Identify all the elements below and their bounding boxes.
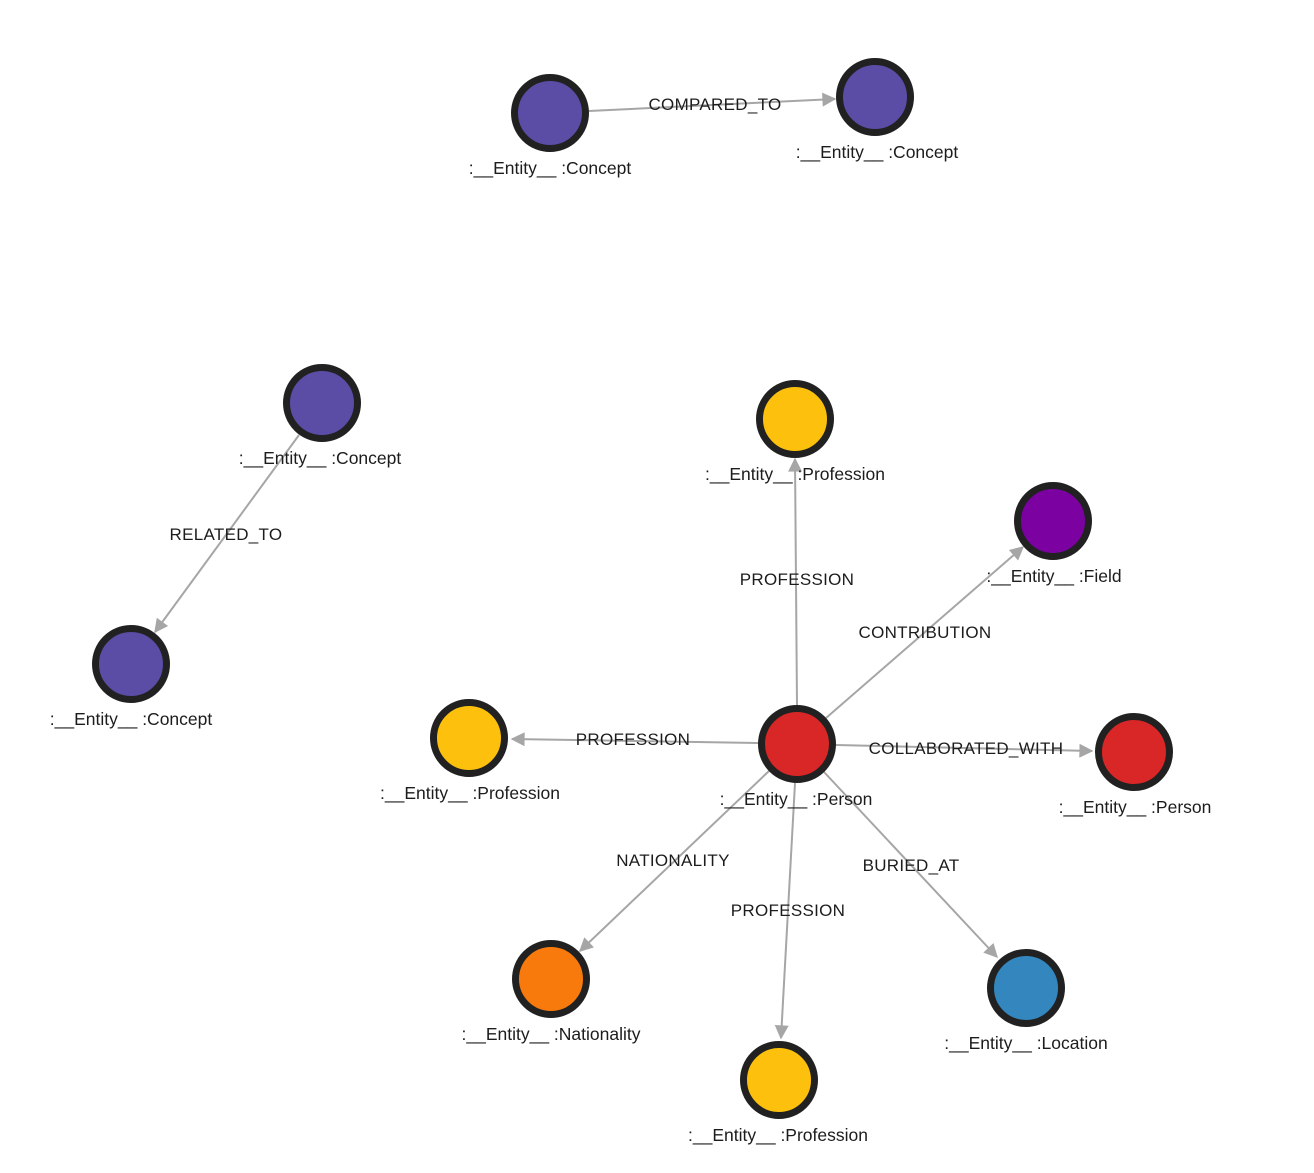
node-circle-concept-mid-left[interactable] xyxy=(283,364,361,442)
edge-profession-top[interactable]: PROFESSION xyxy=(740,457,854,706)
node-caption-field-right: :__Entity__ :Field xyxy=(986,566,1121,587)
edge-related-to[interactable]: RELATED_TO xyxy=(154,434,300,634)
edge-collaborated-with[interactable]: COLLABORATED_WITH xyxy=(835,739,1094,758)
node-caption-concept-top-right: :__Entity__ :Concept xyxy=(796,142,959,163)
edge-compared-to[interactable]: COMPARED_TO xyxy=(588,92,837,114)
relationship-line-nationality[interactable] xyxy=(578,770,770,952)
node-caption-location-bottom: :__Entity__ :Location xyxy=(944,1033,1107,1054)
node-caption-concept-top-left: :__Entity__ :Concept xyxy=(469,158,632,179)
node-circle-profession-bottom[interactable] xyxy=(740,1041,818,1119)
node-person-center[interactable]: :__Entity__ :Person xyxy=(720,705,873,811)
node-caption-concept-mid-left: :__Entity__ :Concept xyxy=(239,448,402,469)
node-caption-nationality-bottom: :__Entity__ :Nationality xyxy=(462,1024,641,1045)
node-caption-person-right: :__Entity__ :Person xyxy=(1059,797,1212,818)
node-circle-person-center[interactable] xyxy=(758,705,836,783)
node-profession-bottom[interactable]: :__Entity__ :Profession xyxy=(688,1041,868,1147)
node-circle-location-bottom[interactable] xyxy=(987,949,1065,1027)
node-field-right[interactable]: :__Entity__ :Field xyxy=(986,482,1122,588)
node-caption-profession-top: :__Entity__ :Profession xyxy=(705,464,885,485)
node-concept-top-right[interactable]: :__Entity__ :Concept xyxy=(796,58,959,164)
relationship-label-related-to[interactable]: RELATED_TO xyxy=(170,525,283,544)
node-caption-person-center: :__Entity__ :Person xyxy=(720,789,873,810)
node-location-bottom[interactable]: :__Entity__ :Location xyxy=(944,949,1108,1055)
relationship-line-profession-left[interactable] xyxy=(510,732,759,747)
relationship-label-profession-top[interactable]: PROFESSION xyxy=(740,570,854,589)
relationship-line-buried-at[interactable] xyxy=(823,771,998,959)
relationship-label-compared-to[interactable]: COMPARED_TO xyxy=(648,95,781,114)
node-circle-concept-lower-left[interactable] xyxy=(92,625,170,703)
relationship-label-collaborated-with[interactable]: COLLABORATED_WITH xyxy=(869,739,1064,758)
edge-profession-left[interactable]: PROFESSION xyxy=(510,730,759,749)
relationship-line-collaborated-with[interactable] xyxy=(835,743,1094,758)
node-caption-profession-bottom: :__Entity__ :Profession xyxy=(688,1125,868,1146)
node-person-right[interactable]: :__Entity__ :Person xyxy=(1059,713,1212,819)
node-profession-left[interactable]: :__Entity__ :Profession xyxy=(380,699,560,805)
node-circle-concept-top-left[interactable] xyxy=(511,74,589,152)
node-circle-nationality-bottom[interactable] xyxy=(512,940,590,1018)
relationship-line-related-to[interactable] xyxy=(154,434,300,634)
node-circle-person-right[interactable] xyxy=(1095,713,1173,791)
node-circle-profession-top[interactable] xyxy=(756,380,834,458)
relationship-line-profession-bottom[interactable] xyxy=(774,782,796,1040)
edge-profession-bottom[interactable]: PROFESSION xyxy=(731,782,845,1040)
node-circle-profession-left[interactable] xyxy=(430,699,508,777)
relationship-label-profession-left[interactable]: PROFESSION xyxy=(576,730,690,749)
node-concept-top-left[interactable]: :__Entity__ :Concept xyxy=(469,74,632,180)
edge-buried-at[interactable]: BURIED_AT xyxy=(823,771,998,959)
edge-contribution[interactable]: CONTRIBUTION xyxy=(825,546,1025,719)
node-circle-field-right[interactable] xyxy=(1014,482,1092,560)
relationship-label-nationality[interactable]: NATIONALITY xyxy=(616,851,730,870)
edge-nationality[interactable]: NATIONALITY xyxy=(578,770,770,952)
node-nationality-bottom[interactable]: :__Entity__ :Nationality xyxy=(462,940,641,1046)
relationship-label-profession-bottom[interactable]: PROFESSION xyxy=(731,901,845,920)
node-concept-mid-left[interactable]: :__Entity__ :Concept xyxy=(239,364,402,470)
node-profession-top[interactable]: :__Entity__ :Profession xyxy=(705,380,885,486)
relationship-label-buried-at[interactable]: BURIED_AT xyxy=(863,856,960,875)
relationship-label-contribution[interactable]: CONTRIBUTION xyxy=(859,623,992,642)
node-caption-concept-lower-left: :__Entity__ :Concept xyxy=(50,709,213,730)
node-caption-profession-left: :__Entity__ :Profession xyxy=(380,783,560,804)
relationship-line-contribution[interactable] xyxy=(825,546,1025,719)
relationship-line-profession-top[interactable] xyxy=(788,457,803,706)
node-concept-lower-left[interactable]: :__Entity__ :Concept xyxy=(50,625,213,731)
node-circle-concept-top-right[interactable] xyxy=(836,58,914,136)
relationship-line-compared-to[interactable] xyxy=(588,92,837,112)
